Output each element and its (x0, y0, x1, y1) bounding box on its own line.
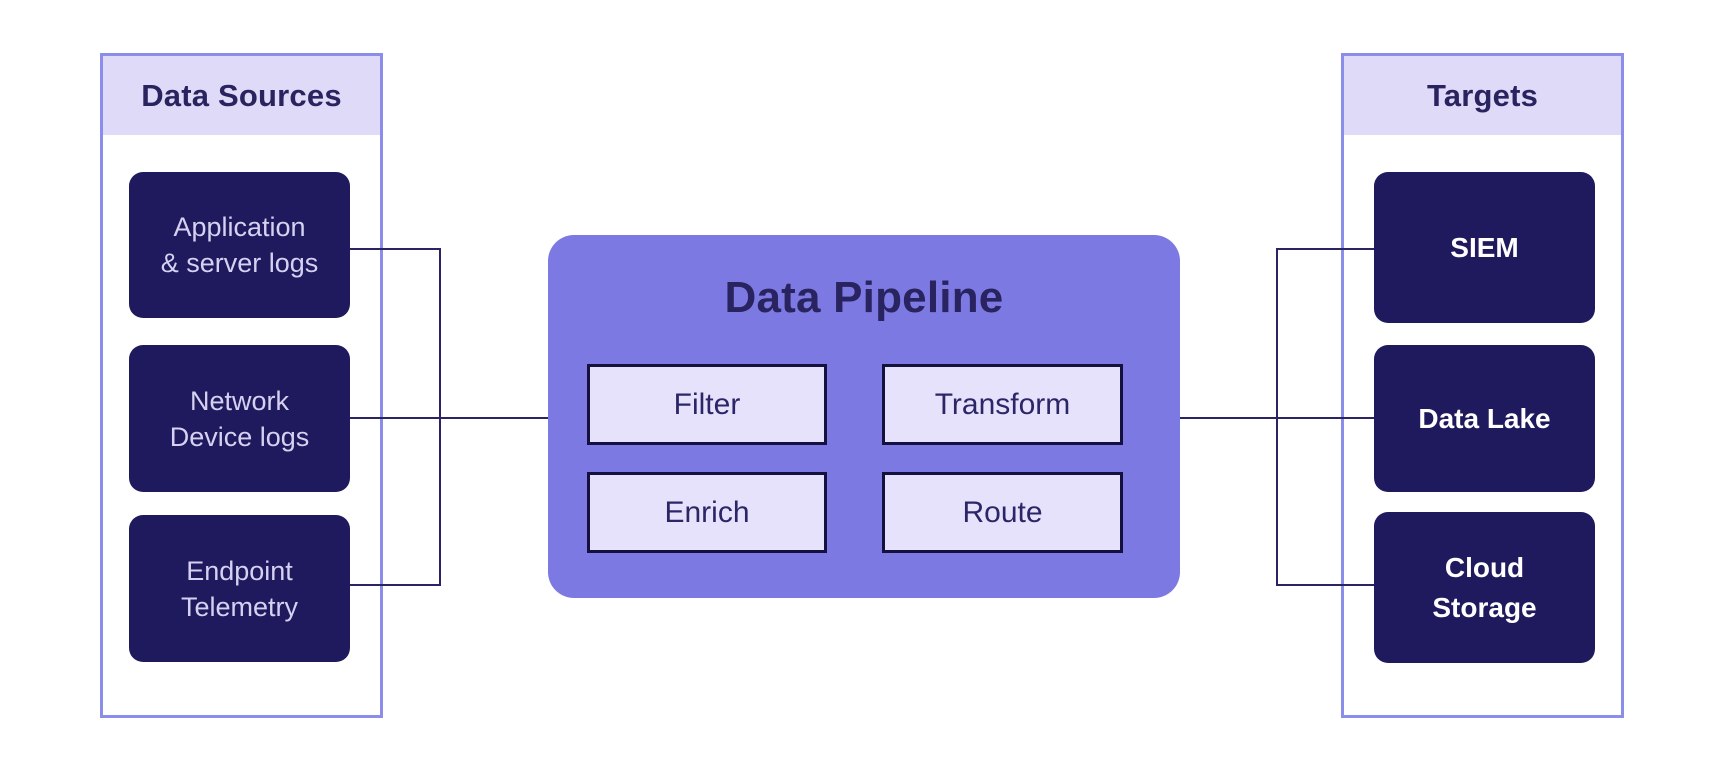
connector-siem-stub (1276, 248, 1374, 250)
node-label-line: Storage (1432, 591, 1537, 623)
node-label-line: SIEM (1450, 231, 1519, 263)
node-label-line: Cloud (1444, 551, 1525, 583)
node-label-line: Telemetry (180, 591, 299, 622)
stage-label: Transform (934, 387, 1071, 421)
target-node-cloud-storage: Cloud Storage (1374, 512, 1595, 663)
data-sources-title: Data Sources (141, 77, 342, 113)
source-node-endpoint-telemetry: Endpoint Telemetry (129, 515, 350, 662)
targets-title: Targets (1426, 77, 1539, 113)
stage-filter: Filter (587, 364, 827, 445)
connector-app-logs-stub (350, 248, 440, 250)
targets-header: Targets (1344, 56, 1621, 135)
data-sources-header: Data Sources (103, 56, 380, 135)
data-pipeline-title: Data Pipeline (724, 273, 1004, 322)
node-label-line: Endpoint (186, 555, 293, 586)
target-node-data-lake: Data Lake (1374, 345, 1595, 492)
node-label-line: Data Lake (1418, 402, 1551, 434)
stage-route: Route (882, 472, 1123, 553)
stage-label: Enrich (664, 495, 750, 529)
target-node-siem: SIEM (1374, 172, 1595, 323)
connector-sources-bus (439, 248, 441, 586)
node-label-line: & server logs (160, 248, 319, 278)
data-pipeline-box: Data Pipeline Filter Transform Enrich Ro… (548, 235, 1180, 598)
source-node-network-device-logs: Network Device logs (129, 345, 350, 492)
connector-sources-to-pipeline-line (350, 417, 548, 419)
source-node-application-server-logs: Application & server logs (129, 172, 350, 318)
stage-label: Route (962, 495, 1043, 529)
stage-enrich: Enrich (587, 472, 827, 553)
node-label-line: Application (173, 212, 306, 242)
stage-label: Filter (673, 387, 741, 421)
node-label-line: Network (189, 385, 290, 416)
connector-cloud-storage-stub (1276, 584, 1374, 586)
node-label-line: Device logs (169, 421, 310, 452)
stage-transform: Transform (882, 364, 1123, 445)
connector-targets-bus (1276, 248, 1278, 586)
connector-endpoint-stub (350, 584, 440, 586)
